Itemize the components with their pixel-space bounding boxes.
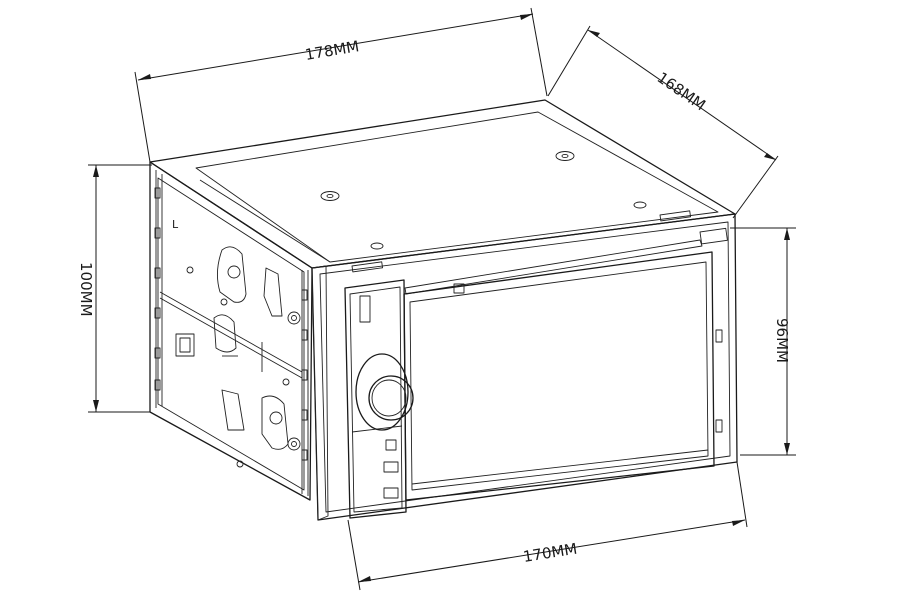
dim-height-right: 96MM xyxy=(730,227,796,456)
disc-slot xyxy=(404,239,703,295)
volume-knob[interactable] xyxy=(355,353,414,431)
strip-button-1[interactable] xyxy=(385,439,397,451)
power-button[interactable] xyxy=(359,295,371,323)
side-mounting-cutouts xyxy=(175,246,301,468)
dim-top-width-line xyxy=(137,13,534,81)
usb-port-icon[interactable] xyxy=(383,487,399,499)
dim-top-width: 178MM xyxy=(134,7,548,163)
dim-top-width-label: 178MM xyxy=(304,37,361,64)
dim-front-width-line xyxy=(357,519,746,583)
control-strip xyxy=(344,279,407,519)
front-bezel xyxy=(311,213,738,521)
dim-depth-label: 168MM xyxy=(654,68,709,114)
control-strip-buttons xyxy=(351,295,403,499)
chassis-left-face: L xyxy=(149,161,313,501)
left-rail-holes xyxy=(154,187,308,461)
top-screw-holes xyxy=(320,151,647,250)
screen-frame xyxy=(403,251,715,501)
dim-height-left-label: 100MM xyxy=(77,262,95,317)
left-side-mark: L xyxy=(172,218,179,231)
chassis-top-face xyxy=(149,99,736,273)
eject-button[interactable] xyxy=(699,227,728,245)
card-slot-icon[interactable] xyxy=(383,461,399,473)
dim-front-width-label: 170MM xyxy=(522,540,579,566)
dim-height-right-label: 96MM xyxy=(773,318,791,363)
touch-screen[interactable] xyxy=(409,261,709,491)
dim-height-left: 100MM xyxy=(77,164,152,413)
slot-eject-mark xyxy=(453,283,465,294)
dim-depth-line xyxy=(587,29,777,161)
